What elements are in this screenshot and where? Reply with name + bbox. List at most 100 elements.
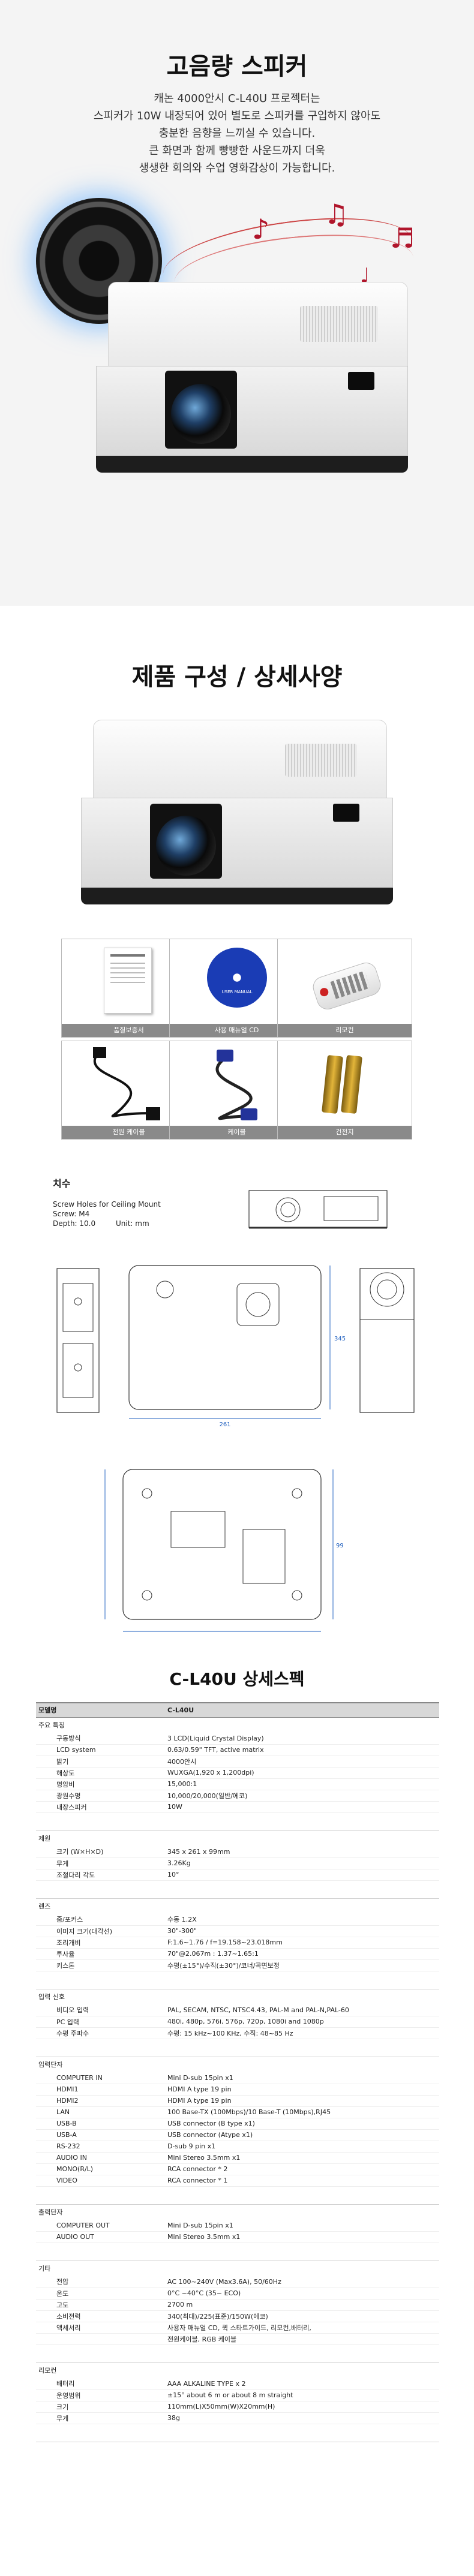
spec-title: C-L40U 상세스펙 [169, 1669, 305, 1689]
spec-key: 줌/포커스 [36, 1914, 165, 1926]
component-label: 전원 케이블 [62, 1126, 196, 1139]
spec-group-spacer [36, 2243, 439, 2261]
spec-key: 배터리 [36, 2378, 165, 2390]
width-dimension: 261 [219, 1421, 230, 1428]
spec-category: 입력단자 [36, 2056, 439, 2072]
spec-key: MONO(R/L) [36, 2163, 165, 2175]
spec-key: 무게 [36, 1857, 165, 1869]
spec-key: 크기 (W×H×D) [36, 1846, 165, 1858]
spec-key: 키스톤 [36, 1959, 165, 1971]
spec-key: PC 입력 [36, 2016, 165, 2028]
height-dimension: 345 [334, 1336, 346, 1342]
spec-key: 액세서리 [36, 2322, 165, 2334]
spec-category: 리모컨 [36, 2362, 439, 2378]
spec-value: 0°C ~40°C (35~ ECO) [165, 2288, 439, 2300]
spec-value: RCA connector * 2 [165, 2163, 439, 2175]
spec-value: 15,000:1 [165, 1778, 439, 1790]
spec-value: 10W [165, 1801, 439, 1813]
spec-key: AUDIO IN [36, 2152, 165, 2164]
component-label: 건전지 [278, 1126, 412, 1139]
component-battery: 건전지 [277, 1041, 412, 1140]
unit-text: Unit: mm [115, 1219, 149, 1228]
spec-key: 투사율 [36, 1948, 165, 1960]
depth-dimension: 99 [336, 1543, 344, 1549]
dimensions-title: 치수 [53, 1178, 71, 1189]
spec-value: 수평(±15°)/수직(±30°)/코너/곡면보정 [165, 1959, 439, 1971]
spec-key: 비디오 입력 [36, 2004, 165, 2016]
projector-image [75, 720, 399, 912]
spec-value: AC 100~240V (Max3.6A), 50/60Hz [165, 2276, 439, 2288]
spec-value: AAA ALKALINE TYPE x 2 [165, 2378, 439, 2390]
battery-icon [322, 1054, 343, 1114]
spec-value: Mini D-sub 15pin x1 [165, 2072, 439, 2084]
spec-value: 10,000/20,000(일반/에코) [165, 1790, 439, 1802]
component-warranty: 품질보증서 [61, 939, 196, 1038]
spec-category-row: 주요 특징 [36, 1717, 439, 1733]
front-view-drawing [248, 1190, 388, 1229]
remote-icon [310, 960, 383, 1012]
spec-key: USB-B [36, 2118, 165, 2130]
spec-category-row: 렌즈 [36, 1898, 439, 1914]
side-view-drawing [56, 1268, 100, 1413]
spec-key: 고도 [36, 2299, 165, 2311]
spec-key: COMPUTER IN [36, 2072, 165, 2084]
spec-value: WUXGA(1,920 x 1,200dpi) [165, 1767, 439, 1779]
spec-category-row: 입력 신호 [36, 1988, 439, 2004]
spec-value: 4000안시 [165, 1756, 439, 1768]
spec-category: 출력단자 [36, 2204, 439, 2220]
spec-key: 광원수명 [36, 1790, 165, 1802]
spec-value: Mini Stereo 3.5mm x1 [165, 2152, 439, 2164]
spec-value: 3.26Kg [165, 1857, 439, 1869]
spec-category: 기타 [36, 2260, 439, 2276]
spec-key: RS-232 [36, 2141, 165, 2153]
music-note-icon: ♪ [252, 213, 270, 245]
screw-line: Screw: M4 [53, 1210, 90, 1218]
spec-key: HDMI1 [36, 2084, 165, 2096]
spec-category-row: 제원 [36, 1830, 439, 1846]
spec-value: 70"@2.067m : 1.37~1.65:1 [165, 1948, 439, 1960]
spec-key: 온도 [36, 2288, 165, 2300]
spec-key: LAN [36, 2106, 165, 2118]
spec-row: MONO(R/L)RCA connector * 2 [36, 2163, 439, 2175]
spec-value: PAL, SECAM, NTSC, NTSC4.43, PAL-M and PA… [165, 2004, 439, 2016]
component-label: 품질보증서 [62, 1024, 196, 1037]
spec-category: 입력 신호 [36, 1988, 439, 2004]
screw-info: Screw Holes for Ceiling Mount Screw: M4 … [53, 1200, 161, 1228]
spec-key: 크기 [36, 2401, 165, 2413]
spec-group-spacer [36, 2039, 439, 2057]
spec-value: 345 x 261 x 99mm [165, 1846, 439, 1858]
music-note-icon: ♬ [390, 222, 415, 254]
spec-key: 해상도 [36, 1767, 165, 1779]
spec-key: USB-A [36, 2129, 165, 2141]
spec-category-row: 출력단자 [36, 2204, 439, 2220]
spec-key: 내장스피커 [36, 1801, 165, 1813]
component-label: 사용 매뉴얼 CD [170, 1024, 304, 1037]
spec-category: 제원 [36, 1830, 439, 1846]
component-remote: 리모컨 [277, 939, 412, 1038]
hero-line: 캐논 4000안시 C-L40U 프로젝터는 [154, 92, 320, 105]
spec-key: 운영범위 [36, 2389, 165, 2401]
spec-key: LCD system [36, 1744, 165, 1756]
spec-header-model-value: C-L40U [165, 1702, 439, 1718]
spec-category-row: 기타 [36, 2260, 439, 2276]
spec-value: D-sub 9 pin x1 [165, 2141, 439, 2153]
rgb-cable-icon [215, 1050, 257, 1120]
